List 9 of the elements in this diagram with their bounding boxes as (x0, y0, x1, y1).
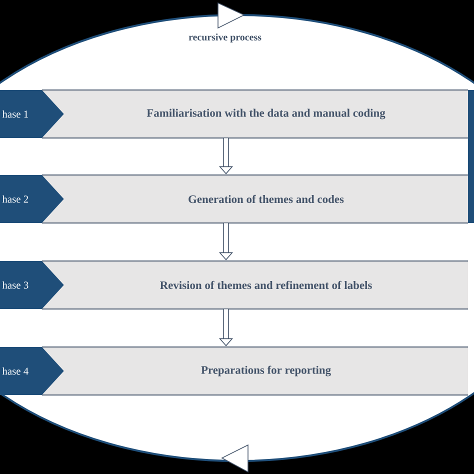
phase-tab: hase 3 (0, 261, 64, 309)
caption-label: recursive process (188, 33, 262, 43)
phase-bar: Familiarisation with the data and manual coding (42, 90, 468, 138)
phase-tab: hase 4 (0, 347, 64, 395)
phase-bar: Preparations for reporting (42, 346, 468, 396)
phase-tab: hase 2 (0, 175, 64, 223)
phase-tab: hase 1 (0, 90, 64, 138)
phase-bar: Revision of themes and refinement of labels (42, 260, 468, 310)
phase-bar: Generation of themes and codes (42, 174, 468, 224)
